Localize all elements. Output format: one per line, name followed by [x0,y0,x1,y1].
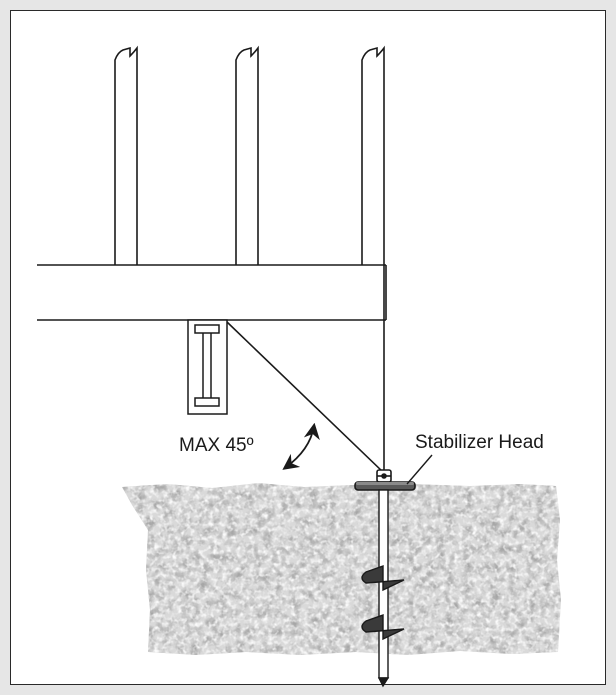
diagonal-brace [226,321,385,474]
soil-ground [122,483,561,655]
post-left [114,45,138,265]
stabilizer-head-label: Stabilizer Head [415,432,544,453]
stabilizer-head [354,469,416,491]
i-beam-bracket [187,319,228,415]
helical-anchor [361,489,405,688]
post-right [361,45,385,265]
horizontal-beam [37,264,387,321]
helix-upper [361,565,405,592]
angle-label: MAX 45º [179,435,254,456]
fence-posts [114,45,385,265]
label-leader [406,454,433,485]
helix-lower [361,614,405,641]
angle-arrow [282,422,320,470]
brace-lines [226,265,385,478]
post-middle [235,45,259,265]
